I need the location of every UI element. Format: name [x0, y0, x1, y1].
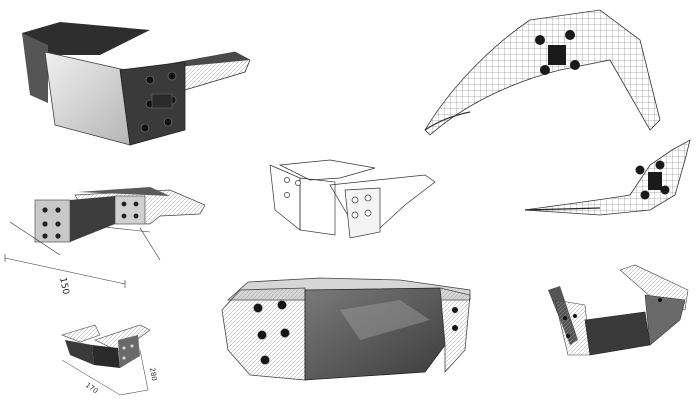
goggles-view-right-wireframe [424, 9, 691, 216]
goggles-view-center-outline [269, 159, 436, 239]
goggles-view-mid-left: 150 [4, 187, 206, 296]
dimension-main-width: 150 [57, 277, 70, 296]
goggles-view-bottom-center [221, 277, 471, 381]
goggles-view-bottom-left: 170 280 [61, 324, 158, 395]
dimension-small-right: 280 [148, 367, 158, 382]
goggles-view-top-left [22, 22, 251, 146]
goggles-view-bottom-right [548, 264, 689, 356]
dimension-small-left: 170 [84, 381, 100, 395]
